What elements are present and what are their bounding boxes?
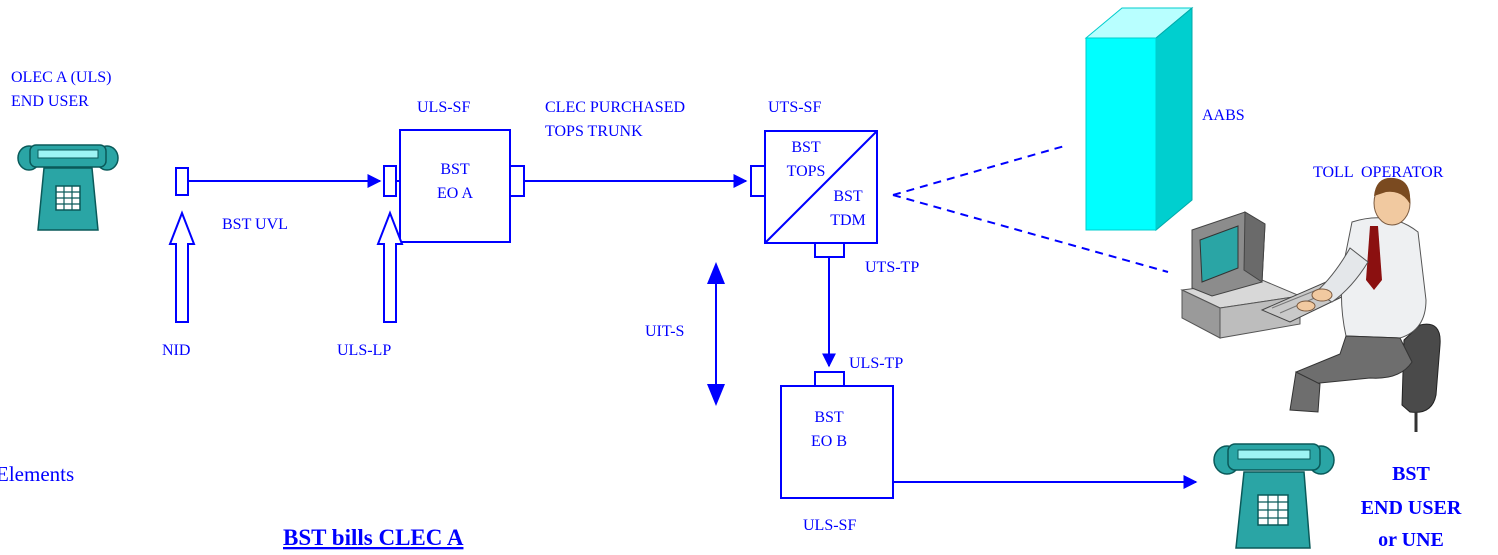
eo-b-text-line1: BST	[814, 409, 844, 426]
nid-connector	[176, 168, 188, 195]
olec-a-label-line2: END USER	[11, 93, 89, 110]
uls-lp-label: ULS-LP	[337, 342, 391, 359]
bst-end-user-telephone-icon	[1214, 444, 1334, 548]
olec-telephone-icon	[18, 145, 118, 230]
bst-end-user-line1: BST	[1392, 463, 1430, 485]
tops-text-line1: BST	[791, 139, 821, 156]
aabs-server-tower-icon	[1086, 8, 1192, 230]
tdm-text-line2: TDM	[830, 212, 866, 229]
nid-label: NID	[162, 342, 190, 359]
tops-connector	[751, 166, 765, 196]
eo-a-text-line2: EO A	[437, 185, 473, 202]
uts-tp-connector	[815, 243, 844, 257]
uls-lp-hollow-arrow	[378, 213, 402, 322]
uls-sf-bottom-label: ULS-SF	[803, 517, 856, 534]
tops-text-line2: TOPS	[787, 163, 826, 180]
toll-operator-label: TOLL OPERATOR	[1313, 164, 1444, 181]
eo-a-text-line1: BST	[440, 161, 470, 178]
bst-uvl-label: BST UVL	[222, 216, 288, 233]
olec-a-label-line1: OLEC A (ULS)	[11, 69, 111, 86]
uls-tp-label: ULS-TP	[849, 355, 903, 372]
uts-sf-label: UTS-SF	[768, 99, 821, 116]
uts-tp-label: UTS-TP	[865, 259, 919, 276]
bst-end-user-line3: or UNE	[1378, 529, 1444, 551]
uls-sf-top-label: ULS-SF	[417, 99, 470, 116]
clec-label-line2: TOPS TRUNK	[545, 123, 643, 140]
dashed-link-aabs	[893, 145, 1068, 195]
eo-b-text-line2: EO B	[811, 433, 847, 450]
clec-label-line1: CLEC PURCHASED	[545, 99, 685, 116]
uit-s-label: UIT-S	[645, 323, 684, 340]
elements-label: Elements	[0, 462, 74, 486]
aabs-label: AABS	[1202, 107, 1245, 124]
bst-end-user-line2: END USER	[1361, 497, 1462, 519]
tdm-text-line1: BST	[833, 188, 863, 205]
eo-a-right-connector	[510, 166, 524, 196]
uls-lp-connector	[384, 166, 396, 196]
nid-hollow-arrow	[170, 213, 194, 322]
bst-bills-label: BST bills CLEC A	[283, 525, 464, 550]
toll-operator-icon	[1182, 178, 1440, 432]
uls-tp-connector	[815, 372, 844, 386]
